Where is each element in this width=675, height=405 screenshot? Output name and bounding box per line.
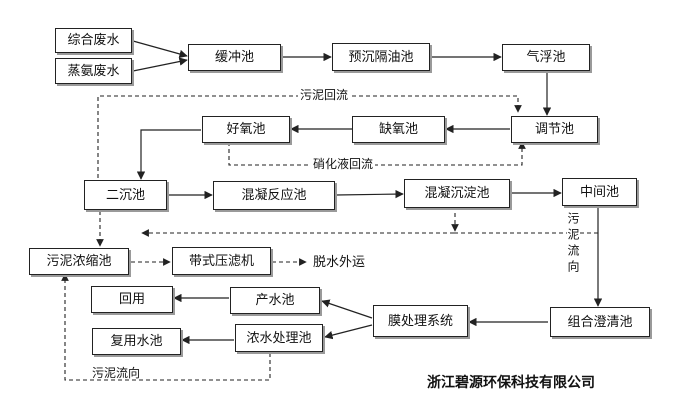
arrow-ammonia-to-buffer bbox=[132, 57, 188, 72]
arrow-membrane-to-product bbox=[321, 299, 373, 319]
node-reuse-water-tank: 复用水池 bbox=[92, 328, 181, 355]
label-sludge-return: 污泥回流 bbox=[298, 88, 351, 102]
node-coagulation-settling-tank: 混凝沉淀池 bbox=[404, 179, 510, 208]
arrow-aerobic-to-secondary bbox=[136, 129, 201, 180]
arrow-sludge-direction-return bbox=[61, 273, 271, 381]
node-buffer-tank: 缓冲池 bbox=[188, 44, 281, 71]
node-coagulation-reaction-tank: 混凝反应池 bbox=[213, 181, 335, 210]
node-intermediate-tank: 中间池 bbox=[562, 178, 637, 206]
node-regulating-tank: 调节池 bbox=[511, 116, 598, 143]
node-ammonia-wastewater: 蒸氨废水 bbox=[55, 58, 132, 84]
arrow-combined-to-buffer bbox=[132, 40, 188, 59]
node-reuse: 回用 bbox=[91, 286, 173, 313]
node-concentrate-treatment-tank: 浓水处理池 bbox=[235, 324, 323, 352]
arrow-sludge-return bbox=[97, 95, 522, 185]
label-dewatered-out: 脱水外运 bbox=[313, 255, 366, 270]
node-product-water-tank: 产水池 bbox=[230, 287, 320, 314]
arrow-nitrification-return bbox=[228, 141, 526, 166]
node-secondary-settling-tank: 二沉池 bbox=[84, 180, 167, 210]
label-sludge-direction: 污泥流向 bbox=[90, 366, 143, 380]
label-sludge-direction-vertical: 污泥流向 bbox=[566, 212, 580, 276]
node-combined-clarifier: 组合澄清池 bbox=[550, 307, 650, 337]
node-pre-settling-oil-separator: 预沉隔油池 bbox=[332, 43, 430, 71]
node-belt-filter-press: 带式压滤机 bbox=[172, 247, 271, 275]
node-anoxic-tank: 缺氧池 bbox=[352, 116, 445, 143]
node-combined-wastewater: 综合废水 bbox=[55, 28, 132, 53]
label-nitrification-return: 硝化液回流 bbox=[311, 157, 376, 171]
node-sludge-thickener: 污泥浓缩池 bbox=[29, 248, 129, 275]
arrow-coagreaction-to-coagsettling bbox=[335, 189, 404, 199]
company-name: 浙江碧源环保科技有限公司 bbox=[427, 375, 595, 391]
node-air-flotation-tank: 气浮池 bbox=[502, 44, 590, 71]
node-membrane-system: 膜处理系统 bbox=[373, 305, 468, 337]
node-aerobic-tank: 好氧池 bbox=[202, 116, 290, 143]
arrow-membrane-to-concentrate bbox=[324, 324, 373, 340]
